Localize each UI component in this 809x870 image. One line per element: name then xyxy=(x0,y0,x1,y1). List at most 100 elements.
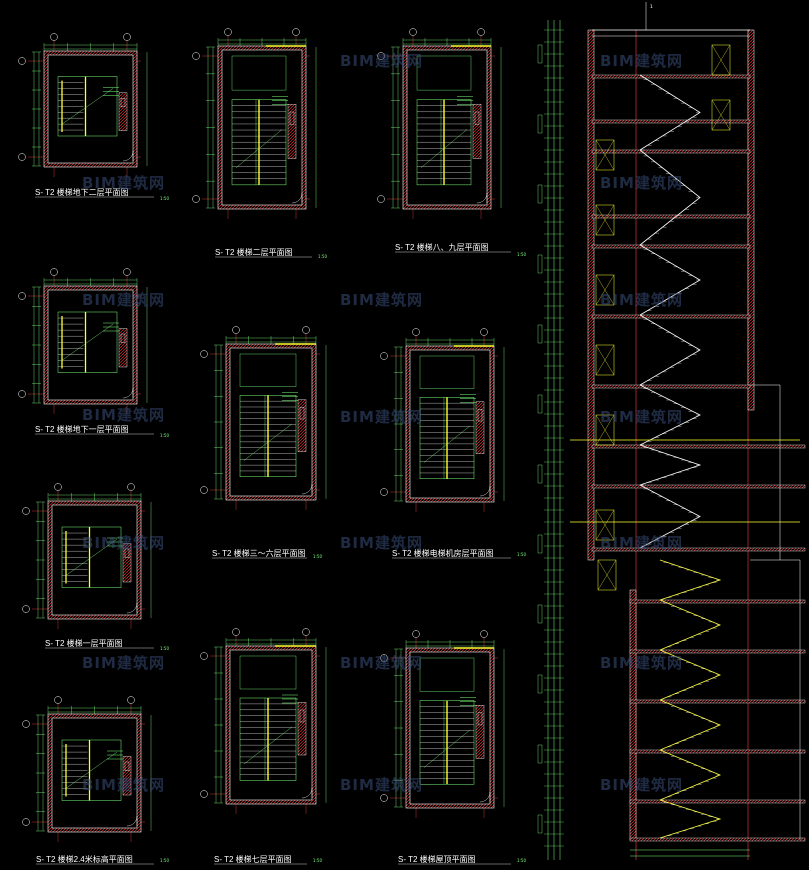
opening xyxy=(477,712,483,726)
break-line xyxy=(65,538,118,576)
landing xyxy=(419,657,475,692)
watermark: BIM建筑网 xyxy=(340,534,423,552)
plan-scale: 1:50 xyxy=(517,552,526,557)
floor-slab xyxy=(629,749,806,754)
level-tag xyxy=(537,394,543,414)
level-tag xyxy=(537,114,543,134)
axis-bubble xyxy=(292,28,300,36)
level-tag xyxy=(537,324,543,344)
shaft-wall xyxy=(118,92,128,131)
plan-title: S- T2 楼梯地下二层平面图 xyxy=(35,187,129,197)
plan-scale: 1:50 xyxy=(160,858,169,863)
section-window xyxy=(711,44,731,76)
section-window xyxy=(595,509,615,541)
break-line xyxy=(61,323,114,361)
window-cross xyxy=(595,344,615,376)
axis-bubble xyxy=(123,33,131,41)
axis-bubble xyxy=(380,794,388,802)
axis-bubble xyxy=(18,390,26,398)
break-line xyxy=(243,726,293,765)
building-section: 1 xyxy=(537,2,806,860)
axis-bubble xyxy=(22,720,30,728)
plan-title: S- T2 楼梯七层平面图 xyxy=(214,854,292,864)
axis-bubble xyxy=(192,52,200,60)
level-tag xyxy=(537,534,543,554)
opening xyxy=(477,409,483,422)
floor-slab xyxy=(591,314,751,319)
level-tag xyxy=(537,464,543,484)
axis-bubble xyxy=(412,328,420,336)
axis-bubble xyxy=(50,268,58,276)
level-tag xyxy=(537,44,543,64)
window-cross xyxy=(595,274,615,306)
floor-slab xyxy=(629,649,806,654)
watermark: BIM建筑网 xyxy=(82,654,165,672)
floor-slab xyxy=(629,799,806,804)
shaft-wall xyxy=(287,104,297,159)
plan-scale: 1:50 xyxy=(318,254,327,259)
opening xyxy=(120,333,126,344)
axis-bubble xyxy=(302,326,310,334)
landing xyxy=(239,655,297,690)
section-window xyxy=(595,344,615,376)
axis-bubble xyxy=(127,483,135,491)
watermark: BIM建筑网 xyxy=(600,654,683,672)
floor-slab xyxy=(591,444,806,449)
plan-title: S- T2 楼梯屋顶平面图 xyxy=(398,854,476,864)
shaft-wall xyxy=(472,104,482,159)
watermark: BIM建筑网 xyxy=(340,52,423,70)
floor-slab xyxy=(591,244,751,249)
axis-bubble xyxy=(54,696,62,704)
break-line xyxy=(61,88,114,125)
break-line xyxy=(420,129,468,168)
axis-bubble xyxy=(123,268,131,276)
axis-bubble xyxy=(200,652,208,660)
plan-title: S- T2 楼梯地下一层平面图 xyxy=(35,424,129,434)
plan-scale: 1:50 xyxy=(313,554,322,559)
stair-plan-p9: S- T2 楼梯七层平面图 1:50 xyxy=(200,628,327,865)
axis-bubble xyxy=(480,630,488,638)
axis-bubble xyxy=(480,328,488,336)
plan-scale: 1:50 xyxy=(313,858,322,863)
opening xyxy=(124,761,130,772)
shaft-wall xyxy=(297,399,307,452)
axis-bubble xyxy=(409,28,417,36)
floor-slab xyxy=(591,149,751,154)
shaft-wall xyxy=(122,543,132,583)
watermark: BIM建筑网 xyxy=(340,291,423,309)
floor-slab xyxy=(591,74,751,79)
axis-bubble xyxy=(54,483,62,491)
watermark: BIM建筑网 xyxy=(340,654,423,672)
plan-scale: 1:50 xyxy=(517,252,526,257)
landing xyxy=(231,55,287,91)
level-tag xyxy=(537,254,543,274)
section-window xyxy=(595,204,615,236)
level-tag xyxy=(537,604,543,624)
level-tag xyxy=(537,814,543,834)
window-cross xyxy=(595,204,615,236)
shaft-wall xyxy=(118,328,128,368)
axis-bubble xyxy=(302,628,310,636)
opening xyxy=(299,407,305,420)
landing xyxy=(239,353,297,387)
window-cross xyxy=(597,559,617,591)
watermark: BIM建筑网 xyxy=(600,776,683,794)
landing xyxy=(419,355,475,389)
axis-bubble xyxy=(18,292,26,300)
axis-bubble xyxy=(380,488,388,496)
level-tag xyxy=(537,674,543,694)
axis-bubble xyxy=(22,507,30,515)
axis-bubble xyxy=(200,486,208,494)
axis-bubble xyxy=(477,28,485,36)
watermark: BIM建筑网 xyxy=(340,776,423,794)
floor-slab xyxy=(629,599,806,604)
plan-title: S- T2 楼梯一层平面图 xyxy=(45,638,123,648)
break-line xyxy=(65,751,118,789)
section-window xyxy=(597,559,617,591)
opening xyxy=(124,548,130,559)
